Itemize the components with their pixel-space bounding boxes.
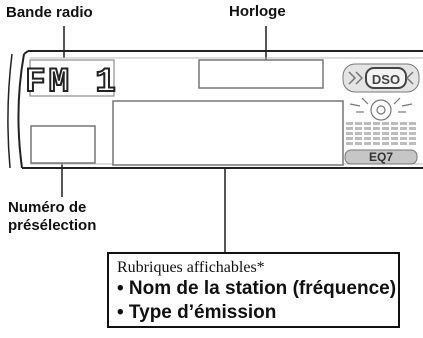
equalizer-segment [373, 142, 380, 145]
equalizer-segment [364, 122, 371, 125]
caption-title: Rubriques affichables* [117, 259, 265, 276]
equalizer-segment [364, 127, 371, 130]
equalizer-segment [346, 142, 353, 145]
equalizer-segment [400, 132, 407, 135]
equalizer-segment [382, 132, 389, 135]
equalizer-segment [400, 127, 407, 130]
equalizer-segment [373, 132, 380, 135]
eq7-indicator: EQ7 [344, 149, 418, 165]
equalizer-segment [400, 122, 407, 125]
equalizer-segment [346, 132, 353, 135]
dso-text: DSO [372, 72, 400, 87]
equalizer-segment [382, 122, 389, 125]
disc-logo-icon [349, 97, 413, 121]
dso-indicator: DSO [342, 63, 420, 93]
equalizer-segment [355, 127, 362, 130]
equalizer-segment [391, 142, 398, 145]
eq-text: EQ7 [369, 150, 393, 164]
band-segment-display: FM 1 [24, 59, 119, 103]
equalizer-segment [400, 142, 407, 145]
equalizer-segment [355, 132, 362, 135]
equalizer-segment [409, 137, 416, 140]
equalizer-segment [391, 132, 398, 135]
displayable-items-field [112, 100, 344, 166]
preset-number-field [30, 125, 96, 164]
band-label: Bande radio [6, 4, 93, 21]
preset-label-line1: Numéro de [8, 199, 87, 216]
equalizer-segment [373, 127, 380, 130]
equalizer-segment [355, 142, 362, 145]
equalizer-segment [364, 137, 371, 140]
panel-left-edge [7, 53, 13, 169]
equalizer-segment [382, 142, 389, 145]
equalizer-segment [355, 122, 362, 125]
equalizer-segment [355, 137, 362, 140]
equalizer-segment [409, 122, 416, 125]
equalizer-segment [364, 132, 371, 135]
caption-item-program-type: • Type d’émission [117, 302, 277, 323]
clock-label: Horloge [229, 3, 286, 20]
band-segment-text: FM 1 [25, 64, 119, 102]
caption-item-station-name: • Nom de la station (fréquence) [117, 278, 397, 299]
equalizer-segment [400, 137, 407, 140]
equalizer-bars [346, 122, 416, 145]
displayable-items-box: Rubriques affichables* • Nom de la stati… [107, 252, 400, 328]
equalizer-segment [373, 122, 380, 125]
display-panel-outline [17, 50, 423, 169]
equalizer-segment [382, 137, 389, 140]
equalizer-segment [391, 137, 398, 140]
equalizer-segment [409, 127, 416, 130]
clock-field [198, 59, 324, 89]
equalizer-segment [382, 127, 389, 130]
equalizer-segment [346, 127, 353, 130]
equalizer-segment [409, 142, 416, 145]
preset-label-line2: présélection [8, 217, 97, 234]
equalizer-segment [391, 122, 398, 125]
equalizer-segment [373, 137, 380, 140]
equalizer-segment [409, 132, 416, 135]
equalizer-segment [346, 137, 353, 140]
equalizer-segment [346, 122, 353, 125]
equalizer-segment [364, 142, 371, 145]
equalizer-segment [391, 127, 398, 130]
